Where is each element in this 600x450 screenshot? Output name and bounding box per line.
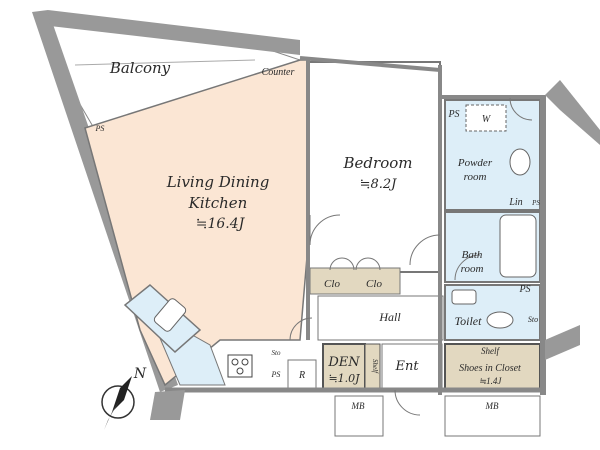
sto-label-kitchen: Sto: [272, 349, 281, 357]
north-arrow-icon: [112, 376, 132, 412]
bath-label-line2: room: [461, 263, 484, 275]
compass: N: [101, 366, 147, 430]
stove-burner: [241, 358, 249, 366]
mb-box-left: [334, 395, 384, 437]
ldk-label-line2: Kitchen: [188, 194, 248, 212]
clo-label-right: Clo: [366, 278, 382, 290]
stove-burner: [231, 358, 239, 366]
den-shelf-label: Shelf: [371, 359, 379, 374]
den-label: DEN: [327, 355, 360, 370]
toilet-bowl: [486, 311, 514, 329]
toilet-label: Toilet: [455, 314, 483, 328]
wall: [299, 56, 441, 72]
bath-label-line1: Bath: [462, 249, 483, 261]
shoes-area: ≒1.4J: [479, 376, 503, 386]
outer-wall-bottom-right: [545, 325, 580, 360]
kitchen-sink: [153, 298, 187, 332]
door-swing: [329, 257, 355, 271]
powder-label-line2: room: [464, 171, 487, 183]
mb-box-right: [444, 395, 541, 437]
balcony-railing: [74, 59, 256, 66]
door-swing: [394, 389, 421, 416]
toilet-sink: [451, 289, 477, 305]
stove-burner: [236, 367, 244, 375]
entrance-floor: [381, 343, 443, 390]
ps-label-lin: PS: [531, 199, 540, 207]
bathtub: [499, 214, 537, 278]
hall-floor: [317, 295, 444, 341]
ldk-area: ≒16.4J: [196, 216, 246, 232]
shoes-label: Shoes in Closet: [459, 363, 521, 374]
lin-label: Lin: [508, 197, 522, 208]
ps-label-ldk: PS: [95, 124, 105, 133]
washer-space: [465, 104, 507, 132]
shoes-closet: [444, 343, 541, 390]
sto-label-toilet: Sto: [528, 315, 538, 324]
door-swing: [509, 97, 533, 121]
closet-strip: [309, 267, 401, 295]
refrigerator-space: [287, 359, 317, 389]
mb-label-right: MB: [485, 401, 499, 411]
bedroom-label: Bedroom: [343, 154, 413, 172]
kitchen-stove: [227, 354, 253, 378]
ps-label-toilet: PS: [518, 284, 530, 295]
door-swing: [355, 257, 381, 271]
counter-label: Counter: [262, 67, 295, 78]
powder-label-line1: Powder: [457, 157, 493, 169]
washer-label: W: [482, 114, 492, 125]
mb-label-left: MB: [351, 401, 365, 411]
outer-wall-right: [545, 80, 600, 145]
balcony-label: Balcony: [109, 59, 171, 77]
hall-label: Hall: [378, 310, 401, 324]
clo-label-left: Clo: [324, 278, 340, 290]
compass-ring: [101, 385, 135, 419]
outer-wall-bottom-left: [150, 390, 185, 420]
ldk-label-line1: Living Dining: [166, 173, 270, 191]
door-swing: [289, 317, 313, 341]
den-area: ≒1.0J: [328, 372, 360, 385]
ps-label-kitchen: PS: [271, 370, 281, 379]
door-swing: [454, 254, 481, 281]
ps-label-top: PS: [447, 109, 459, 120]
powder-sink: [509, 148, 531, 176]
outer-wall-top: [48, 10, 300, 55]
shoes-shelf-label: Shelf: [481, 346, 500, 356]
compass-n-label: N: [133, 366, 147, 382]
bedroom-area: ≒8.2J: [360, 177, 398, 192]
ent-label: Ent: [394, 359, 419, 374]
door-swing: [409, 234, 441, 266]
r-label: R: [298, 370, 305, 381]
